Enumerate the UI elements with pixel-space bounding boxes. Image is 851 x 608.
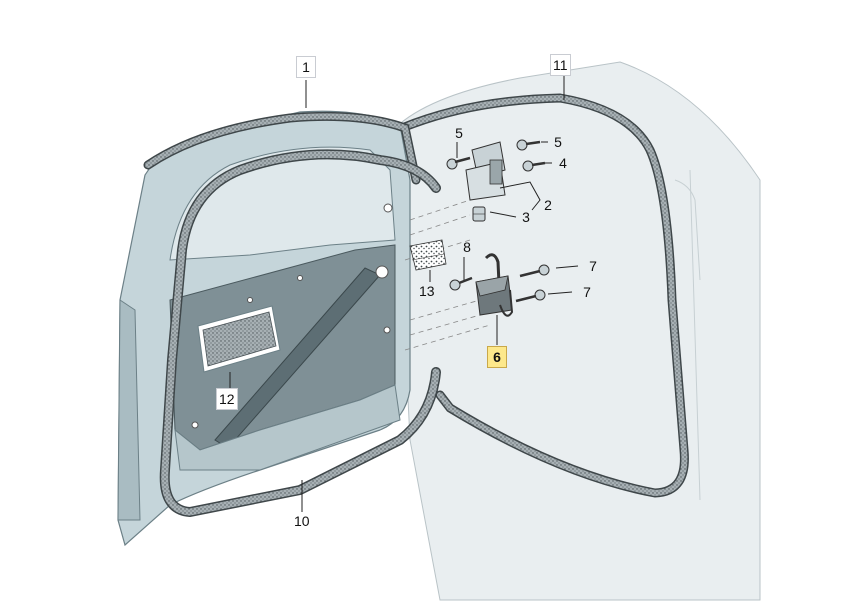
callout-3: 3 — [522, 209, 530, 225]
assembly-lines — [404, 199, 491, 351]
callout-5-right: 5 — [554, 134, 562, 150]
callout-2: 2 — [544, 197, 552, 213]
callout-6-highlighted: 6 — [487, 346, 507, 368]
lower-hinge-6 — [475, 253, 514, 317]
callout-7-upper: 7 — [589, 258, 597, 274]
callout-1: 1 — [296, 56, 316, 78]
screw-8 — [449, 276, 473, 291]
callout-12: 12 — [216, 388, 238, 410]
leader-lines — [229, 76, 579, 512]
callout-4: 4 — [559, 155, 567, 171]
upper-hinge-2 — [465, 141, 506, 201]
callout-8: 8 — [463, 239, 471, 255]
screw-5-right — [516, 139, 541, 151]
callout-13: 13 — [419, 283, 435, 299]
callout-11: 11 — [550, 54, 571, 76]
screw-5-left — [446, 156, 471, 170]
door-check-13 — [409, 239, 447, 271]
callout-5-left: 5 — [455, 125, 463, 141]
screw-7-lower — [515, 289, 546, 303]
sound-absorber-12 — [197, 305, 281, 373]
screw-4 — [522, 160, 546, 172]
callout-7-lower: 7 — [583, 284, 591, 300]
callout-10: 10 — [294, 513, 310, 529]
hinge-pin-3 — [472, 206, 486, 222]
screw-7-upper — [519, 264, 550, 278]
